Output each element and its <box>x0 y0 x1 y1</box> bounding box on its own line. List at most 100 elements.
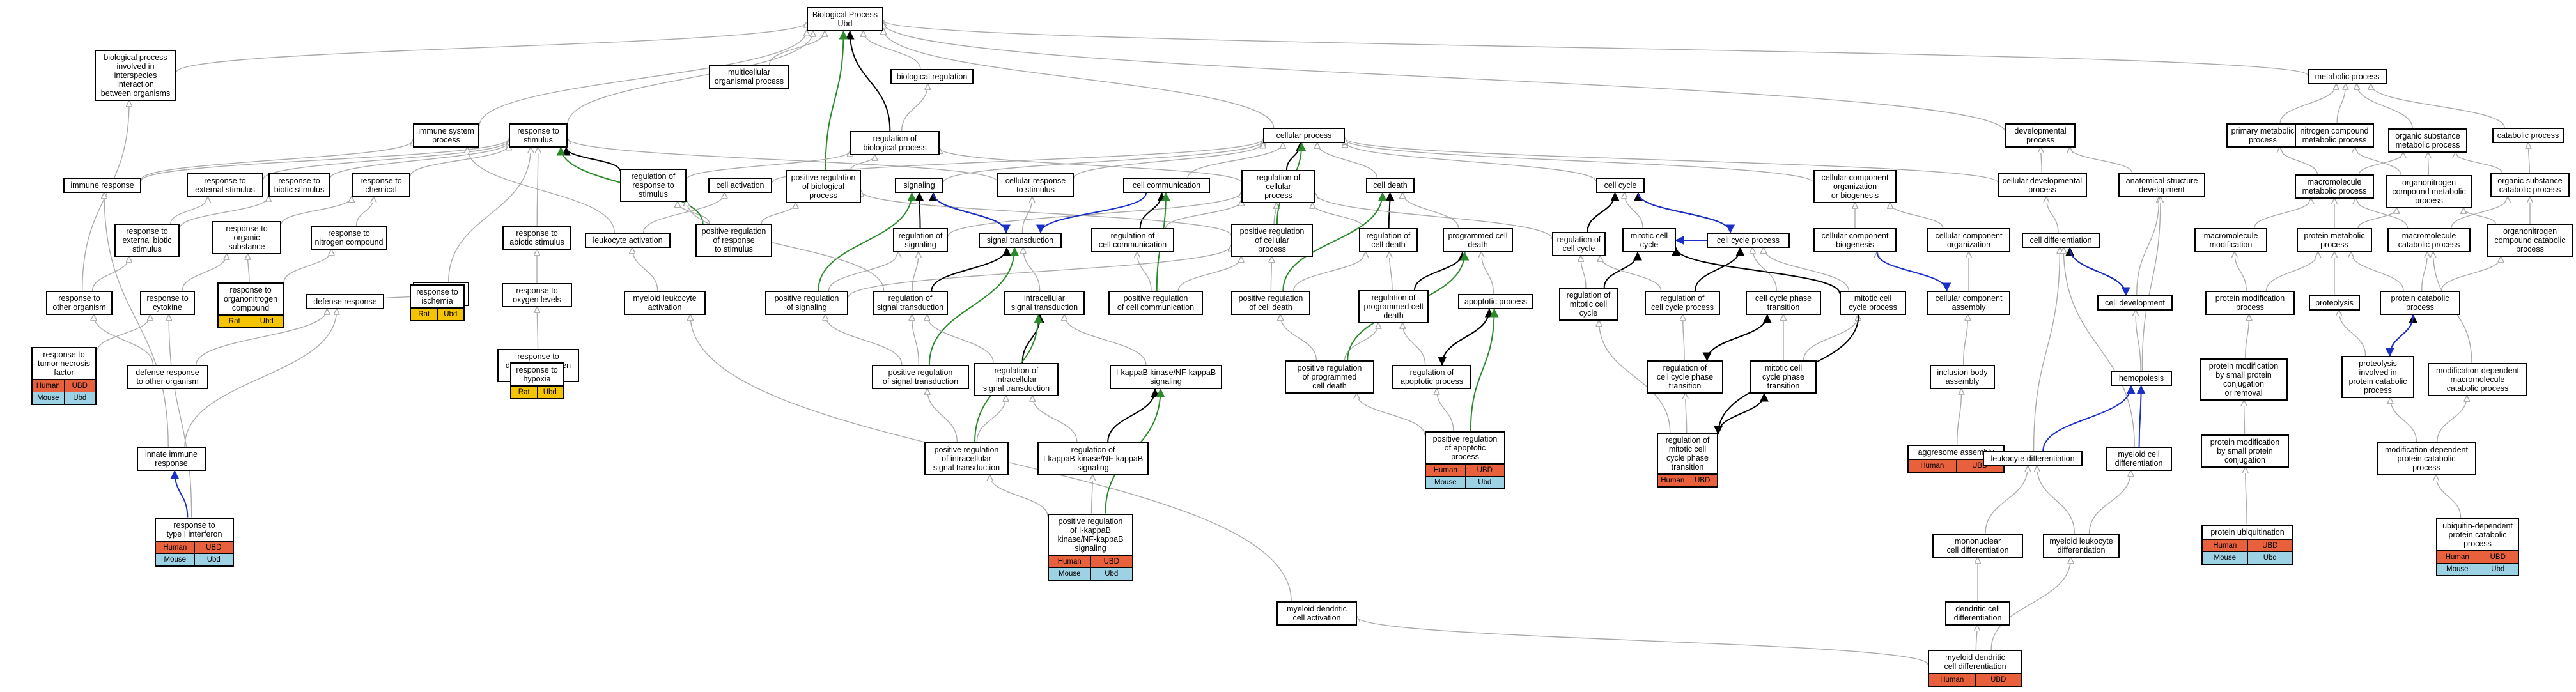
go-term-mod-dep-protein[interactable]: modification-dependent protein catabolic… <box>2377 442 2476 475</box>
go-term-resp-chem[interactable]: response to chemical <box>352 173 410 197</box>
go-term-reg-intracell[interactable]: regulation of intracellular signal trans… <box>974 363 1059 396</box>
go-term-inclusion-body[interactable]: inclusion body assembly <box>1930 365 1995 389</box>
go-term-cell-dev-proc[interactable]: cellular developmental process <box>1998 173 2087 197</box>
go-term-protein-cat[interactable]: protein catabolic process <box>2380 291 2460 315</box>
go-term-metabolic[interactable]: metabolic process <box>2308 69 2387 84</box>
go-term-cell-resp-stim[interactable]: cellular response to stimulus <box>997 173 1074 197</box>
go-term-mitotic-cc-phase[interactable]: mitotic cell cycle phase transition <box>1750 360 1817 394</box>
go-term-developmental[interactable]: developmental process <box>2005 123 2076 148</box>
go-term-protein-mod-conj[interactable]: protein modification by small protein co… <box>2201 434 2289 468</box>
go-term-macromol-cat[interactable]: macromolecule catabolic process <box>2387 228 2471 252</box>
go-term-mitotic-cc[interactable]: mitotic cell cycle <box>1622 228 1676 252</box>
go-term-resp-ext-biotic[interactable]: response to external biotic stimulus <box>114 224 180 257</box>
go-term-cell-death[interactable]: cell death <box>1366 178 1415 193</box>
go-term-organic-met[interactable]: organic substance metabolic process <box>2388 128 2467 153</box>
go-term-reg-mitotic-phase[interactable]: regulation of mitotic cell cycle phase t… <box>1657 433 1718 488</box>
go-term-protein-mod-proc[interactable]: protein modification process <box>2205 291 2295 315</box>
go-term-pos-reg-signaling[interactable]: positive regulation of signaling <box>765 291 848 315</box>
go-term-leuk-act[interactable]: leukocyte activation <box>585 233 671 248</box>
go-term-macromol-met[interactable]: macromolecule metabolic process <box>2295 174 2374 199</box>
go-term-anat-dev[interactable]: anatomical structure development <box>2118 173 2205 197</box>
go-term-bp[interactable]: Biological Process Ubd <box>807 7 883 31</box>
go-term-resp-org-sub[interactable]: response to organic substance <box>212 221 281 254</box>
go-term-cellular[interactable]: cellular process <box>1263 128 1345 143</box>
go-term-resp-biotic[interactable]: response to biotic stimulus <box>268 173 330 197</box>
go-term-pos-reg-pcd[interactable]: positive regulation of programmed cell d… <box>1285 360 1374 394</box>
go-term-apoptotic[interactable]: apoptotic process <box>1458 294 1533 309</box>
go-term-dc-diff[interactable]: dendritic cell differentiation <box>1945 601 2010 626</box>
go-term-reg-mitotic-cc[interactable]: regulation of mitotic cell cycle <box>1559 288 1618 321</box>
go-term-resp-ext[interactable]: response to external stimulus <box>187 173 263 197</box>
go-term-bioreg[interactable]: biological regulation <box>890 69 974 84</box>
go-term-cell-cycle[interactable]: cell cycle <box>1596 178 1645 193</box>
go-term-cell-comm[interactable]: cell communication <box>1123 178 1210 193</box>
go-term-reg-bio[interactable]: regulation of biological process <box>850 131 940 155</box>
go-term-myeloid-dc-act[interactable]: myeloid dendritic cell activation <box>1276 601 1357 626</box>
go-term-protein-mod-small[interactable]: protein modification by small protein co… <box>2200 358 2288 401</box>
go-term-ubiq-dep[interactable]: ubiquitin-dependent protein catabolic pr… <box>2436 518 2519 576</box>
go-term-pos-reg-cell-proc[interactable]: positive regulation of cellular process <box>1231 224 1313 257</box>
go-term-signaling[interactable]: signaling <box>895 178 943 193</box>
go-term-cell-act[interactable]: cell activation <box>708 178 772 193</box>
go-term-cell-diff[interactable]: cell differentiation <box>2022 233 2100 248</box>
go-term-pos-reg-cell-death[interactable]: positive regulation of cell death <box>1231 291 1310 315</box>
go-term-pos-reg-intracell[interactable]: positive regulation of intracellular sig… <box>924 442 1009 475</box>
go-term-reg-cc-phase[interactable]: regulation of cell cycle phase transitio… <box>1647 360 1723 394</box>
go-term-cc-phase-trans[interactable]: cell cycle phase transition <box>1746 291 1821 315</box>
go-term-organic-cat[interactable]: organic substance catabolic process <box>2490 173 2570 197</box>
go-term-resp-nitrogen[interactable]: response to nitrogen compound <box>311 226 387 250</box>
go-term-pos-reg-bio[interactable]: positive regulation of biological proces… <box>786 170 861 203</box>
go-term-reg-resp-stim[interactable]: regulation of response to stimulus <box>620 169 687 202</box>
go-term-reg-cc-process[interactable]: regulation of cell cycle process <box>1645 291 1720 315</box>
go-term-defense-resp[interactable]: defense response <box>306 294 384 309</box>
go-term-reg-apoptotic[interactable]: regulation of apoptotic process <box>1392 365 1471 389</box>
go-term-leuk-diff[interactable]: leukocyte differentiation <box>1983 451 2083 466</box>
go-term-proteolysis[interactable]: proteolysis <box>2309 295 2360 311</box>
go-term-myeloid-cell-diff[interactable]: myeloid cell differentiation <box>2106 447 2172 471</box>
go-term-reg-cell-comm[interactable]: regulation of cell communication <box>1091 228 1174 252</box>
go-term-organonitrogen-cat[interactable]: organonitrogen compound catabolic proces… <box>2487 224 2573 257</box>
go-term-sig-trans[interactable]: signal transduction <box>979 233 1062 248</box>
go-term-reg-pcd[interactable]: regulation of programmed cell death <box>1358 290 1429 323</box>
go-term-defense-other[interactable]: defense response to other organism <box>127 365 208 389</box>
go-term-resp-cytokine[interactable]: response to cytokine <box>140 291 195 315</box>
go-term-catabolic[interactable]: catabolic process <box>2492 128 2564 143</box>
go-term-cc-process[interactable]: cell cycle process <box>1707 233 1790 248</box>
go-term-pcd[interactable]: programmed cell death <box>1443 228 1513 252</box>
go-term-reg-signaling[interactable]: regulation of signaling <box>893 228 948 252</box>
go-term-resp-other-org[interactable]: response to other organism <box>46 291 113 315</box>
go-term-reg-sig-trans[interactable]: regulation of signal transduction <box>873 291 948 315</box>
go-term-pos-reg-sig-trans[interactable]: positive regulation of signal transducti… <box>872 365 969 389</box>
go-term-cc-organization[interactable]: cellular component organization <box>1927 228 2010 252</box>
go-term-pos-reg-ikb[interactable]: positive regulation of I-kappaB kinase/N… <box>1048 513 1133 581</box>
go-term-immune-sys[interactable]: immune system process <box>413 123 479 148</box>
go-term-cc-biogenesis[interactable]: cellular component biogenesis <box>1813 228 1897 252</box>
go-term-mod-dep-macromol[interactable]: modification-dependent macromolecule cat… <box>2428 363 2527 396</box>
go-term-nitrogen-met[interactable]: nitrogen compound metabolic process <box>2295 123 2374 148</box>
go-term-intracell-sig[interactable]: intracellular signal transduction <box>1004 291 1085 315</box>
go-term-myeloid-leuk-act[interactable]: myeloid leukocyte activation <box>624 291 706 315</box>
go-term-organonitrogen-met[interactable]: organonitrogen compound metabolic proces… <box>2386 175 2472 208</box>
go-term-pos-reg-resp-stim[interactable]: positive regulation of response to stimu… <box>695 224 772 257</box>
go-term-reg-ikb[interactable]: regulation of I-kappaB kinase/NF-kappaB … <box>1037 442 1149 475</box>
go-term-multicell[interactable]: multicellular organismal process <box>709 65 789 89</box>
go-term-macromol-mod[interactable]: macromolecule modification <box>2194 228 2267 252</box>
go-term-reg-cell-cycle[interactable]: regulation of cell cycle <box>1552 232 1606 256</box>
go-term-reg-cell-proc[interactable]: regulation of cellular process <box>1241 170 1315 203</box>
go-term-pos-reg-apoptotic[interactable]: positive regulation of apoptotic process… <box>1425 431 1505 489</box>
go-term-resp-stim[interactable]: response to stimulus <box>509 123 568 148</box>
go-term-myeloid-leuk-diff[interactable]: myeloid leukocyte differentiation <box>2043 534 2120 558</box>
go-term-cell-dev[interactable]: cell development <box>2097 295 2173 311</box>
go-term-cc-assembly[interactable]: cellular component assembly <box>1927 291 2010 315</box>
go-term-resp-abiotic[interactable]: response to abiotic stimulus <box>502 226 571 250</box>
go-term-pos-reg-cell-comm[interactable]: positive regulation of cell communicatio… <box>1108 291 1203 315</box>
go-term-immune-resp[interactable]: immune response <box>63 178 141 193</box>
go-term-interspecies[interactable]: biological process involved in interspec… <box>95 50 176 101</box>
go-term-mitotic-cc-process[interactable]: mitotic cell cycle process <box>1840 291 1906 315</box>
go-term-proteolysis-cat[interactable]: proteolysis involved in protein cataboli… <box>2341 356 2414 398</box>
